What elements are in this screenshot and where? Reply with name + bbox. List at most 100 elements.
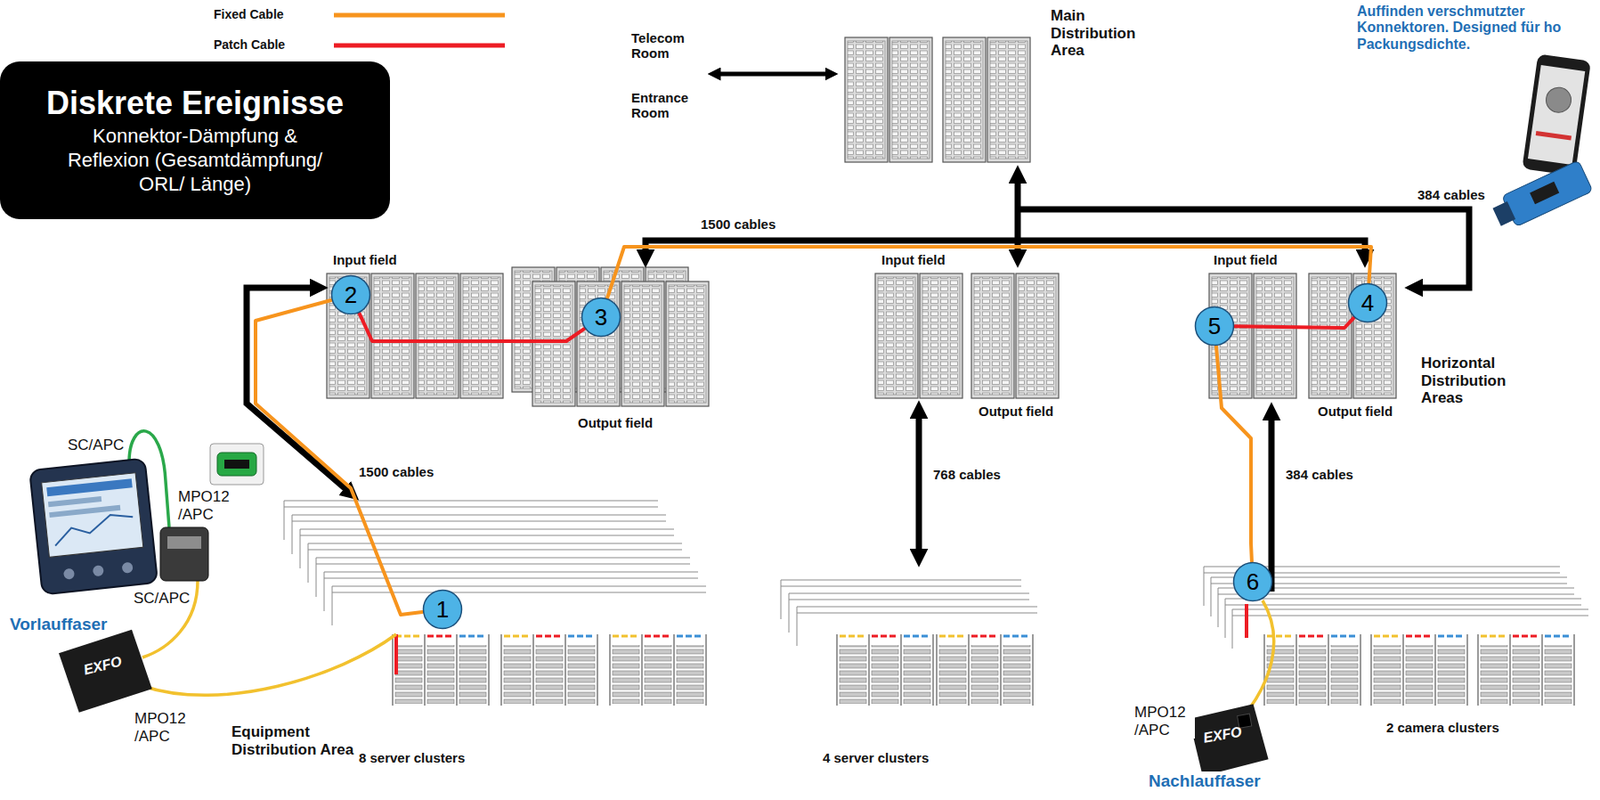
callout-circle: 3 (580, 296, 622, 338)
callout-number: 3 (594, 296, 608, 338)
otdr-device (29, 458, 158, 595)
rack (1015, 273, 1059, 398)
legend-label: Patch Cable (213, 37, 285, 52)
cluster-label: 2 camera clusters (1384, 719, 1502, 735)
legend-line-fixed (333, 13, 505, 18)
rack (621, 281, 665, 407)
callout-number: 2 (344, 274, 358, 316)
server-cluster (836, 633, 934, 706)
otdr-trace (52, 511, 135, 545)
cluster-label: 4 server clusters (820, 749, 931, 765)
port-label: MPO12 /APC (176, 487, 239, 523)
field-label: Output field (1315, 403, 1395, 419)
fiber-label: Nachlauffaser (1146, 771, 1263, 791)
area-label: Main Distribution Area (1048, 7, 1155, 60)
connector-ferrule (224, 459, 250, 469)
event-panel: Diskrete EreignisseKonnektor-Dämpfung & … (0, 61, 390, 220)
room-label: Entrance Room (629, 89, 718, 122)
patch-cable (1234, 317, 1354, 328)
camera-cluster (1371, 633, 1468, 706)
otdr-bar (46, 478, 133, 496)
callout-number: 4 (1361, 282, 1374, 324)
module-plate (167, 536, 202, 549)
mda-racks (844, 37, 1031, 163)
rack (942, 37, 986, 163)
otdr-button (121, 561, 134, 574)
rack (844, 37, 888, 163)
legend-entry: Fixed Cable (213, 7, 285, 22)
server-cluster (936, 633, 1033, 706)
brand-logo: EXFO (1202, 722, 1243, 747)
connector-body (217, 452, 257, 476)
rack (532, 281, 576, 407)
rack (889, 37, 933, 163)
patch-drop (1244, 603, 1249, 638)
cluster-row (284, 500, 658, 540)
cluster-row (308, 543, 683, 583)
cable-count: 1500 cables (357, 463, 436, 480)
callout-circle: 2 (330, 274, 372, 316)
legend-label: Fixed Cable (213, 7, 285, 22)
camera-cluster (1264, 633, 1361, 706)
bag-body (1188, 702, 1270, 777)
callout-circle: 6 (1232, 560, 1274, 602)
rack (326, 273, 370, 398)
area-label: Horizontal Distribution Areas (1419, 354, 1535, 407)
port-label: SC/APC (131, 589, 192, 608)
cluster-row (1225, 598, 1582, 638)
receive-fiber (1242, 600, 1275, 718)
field-label: Output field (976, 403, 1056, 419)
field-label: Input field (1211, 251, 1280, 268)
cluster-label: 8 server clusters (357, 749, 467, 765)
legend-entry: Patch Cable (213, 37, 285, 52)
callout-circle: 5 (1193, 305, 1235, 347)
rack (371, 273, 415, 398)
trunk-arrows (246, 73, 1470, 592)
fixed-cable (255, 300, 423, 615)
trunk-arrow (1268, 414, 1276, 592)
trunk-arrow (716, 72, 829, 77)
callout-number: 1 (436, 588, 449, 630)
cable-count: 384 cables (1283, 466, 1356, 482)
panel-heading: Diskrete Ereignisse (46, 84, 344, 122)
adapter-module (160, 527, 209, 581)
callout-number: 6 (1246, 560, 1259, 602)
endface-image (1544, 85, 1574, 114)
panel-text: Konnektor-Dämpfung & Reflexion (Gesamtdä… (56, 124, 333, 196)
phone-screen (1527, 64, 1585, 165)
field-label: Input field (331, 251, 399, 268)
area-label: Equipment Distribution Area (229, 722, 358, 758)
launch-fiber-bag (57, 627, 155, 714)
field-label: Output field (576, 414, 655, 431)
rack (1253, 273, 1297, 398)
cable-count: 1500 cables (698, 216, 778, 232)
legend-line-patch (333, 43, 505, 49)
rack (460, 273, 504, 398)
cable-count: 384 cables (1415, 186, 1487, 203)
module-body (160, 527, 209, 581)
probe-body (1502, 160, 1593, 228)
hda-racks (326, 267, 1397, 407)
cable-connectors (255, 246, 1372, 615)
otdr-bar (48, 495, 102, 507)
patch-drop (394, 633, 398, 675)
probe-display (1529, 181, 1560, 204)
callout-circle: 1 (422, 588, 463, 630)
otdr-button (92, 564, 105, 577)
phone-body (1521, 53, 1592, 176)
trunk-arrow (916, 413, 923, 554)
cluster-row (300, 528, 675, 569)
brand-logo: EXFO (81, 652, 124, 678)
rack (1308, 273, 1352, 398)
field-label: Input field (879, 251, 948, 268)
server-cluster (392, 633, 489, 706)
mpo-connector-photo (210, 443, 264, 485)
rack (971, 273, 1015, 398)
otdr-screen (41, 472, 144, 558)
fixed-cable (607, 246, 1372, 298)
smartphone (1521, 53, 1592, 176)
cluster-row (332, 585, 707, 626)
camera-cluster (1478, 633, 1575, 706)
rack (919, 273, 963, 398)
